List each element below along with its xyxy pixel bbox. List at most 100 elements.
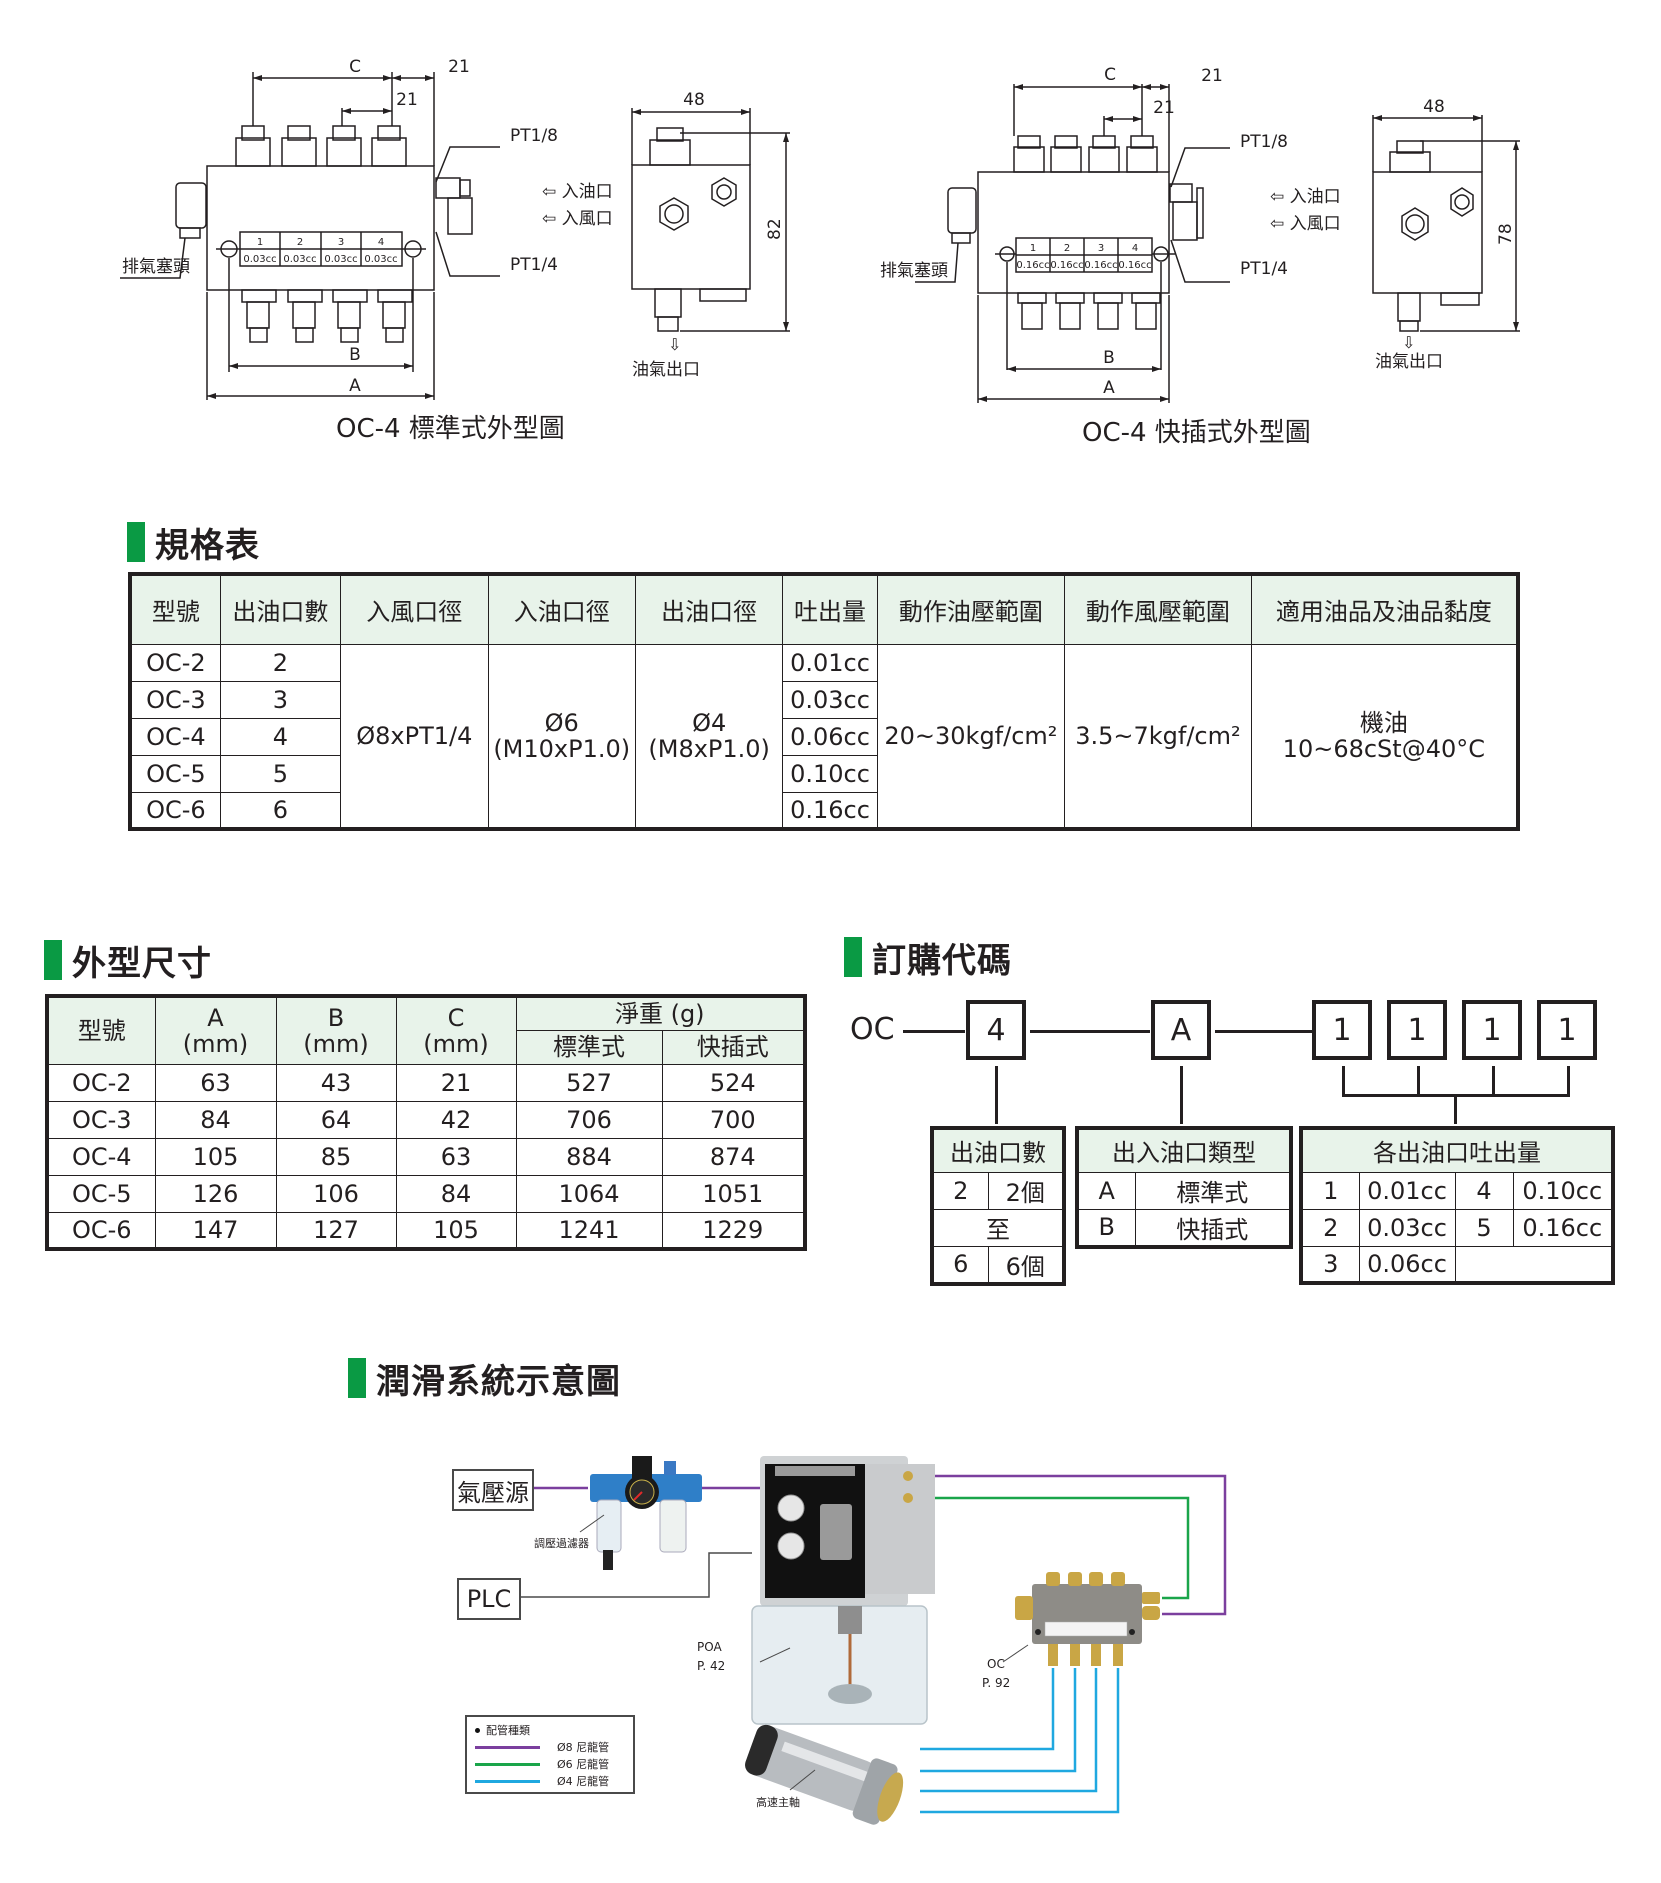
oil-inlet-label: ⇦ 入油口 — [1270, 187, 1341, 207]
air-pressure-cell: 3.5~7kgf/cm² — [1064, 643, 1252, 830]
pipe-air-to-oc — [910, 1474, 1227, 1616]
table-row: 3 0.06cc — [1300, 1245, 1614, 1284]
spindle-image — [745, 1724, 904, 1825]
legend-item: Ø8 尼龍管 — [475, 1739, 609, 1755]
dims-header-row: 型號 A(mm) B(mm) C(mm) 淨重 (g) — [46, 995, 806, 1065]
c-cell: 63 — [395, 1137, 517, 1176]
header-a: A(mm) — [154, 995, 277, 1065]
legend-swatch — [475, 1745, 540, 1749]
standard-drawing: C 21 21 B A 48 PT1/8 PT1/4 ⇦ 入油口 ⇦ 入風口 排… — [0, 0, 820, 450]
dims-heading-text: 外型尺寸 — [72, 943, 212, 984]
model-cell: OC-6 — [129, 791, 221, 830]
side-height: 78 — [1496, 223, 1516, 245]
code-cell: 2 — [931, 1171, 989, 1210]
value-cell: 標準式 — [1134, 1171, 1292, 1210]
dim-c-label: C — [349, 57, 361, 77]
outlet-volume: 0.03cc — [243, 254, 276, 265]
a-cell: 147 — [154, 1211, 277, 1250]
outlet-number: 1 — [257, 237, 263, 248]
code-cell: 6 — [931, 1245, 989, 1284]
header-output: 吐出量 — [782, 573, 878, 645]
poa-unit-image — [751, 1456, 935, 1725]
legend-label: Ø8 尼龍管 — [557, 1741, 610, 1754]
oil-outlet-line1: Ø4 — [692, 708, 727, 737]
connector-line — [1215, 1030, 1312, 1033]
outlet-number: 2 — [297, 237, 303, 248]
code-box-count: 4 — [966, 1000, 1026, 1060]
std-cell: 706 — [515, 1100, 663, 1139]
heading-bar — [348, 1358, 366, 1398]
b-cell: 106 — [275, 1174, 397, 1213]
dim-a-label: A — [1103, 378, 1115, 398]
a-cell: 84 — [154, 1100, 277, 1139]
a-cell: 126 — [154, 1174, 277, 1213]
header-a-label: A — [207, 1003, 224, 1032]
empty-cell — [1454, 1245, 1614, 1284]
c-cell: 21 — [395, 1063, 517, 1102]
table-row: OC-5 5 0.10cc — [129, 754, 1518, 793]
connector-line — [1180, 1066, 1183, 1124]
code-cell: 3 — [1300, 1245, 1360, 1284]
quick-drawing-svg: C 21 21 B A 48 PT1/8 PT1/4 ⇦ 入油口 ⇦ 入風口 排… — [880, 65, 1520, 403]
connector-line — [1567, 1066, 1570, 1096]
value-cell: 0.16cc — [1512, 1208, 1614, 1247]
pt14-label: PT1/4 — [510, 255, 558, 275]
dims-heading: 外型尺寸 — [44, 940, 212, 984]
pt18-label: PT1/8 — [510, 126, 558, 146]
outlet-number: 1 — [1030, 243, 1036, 254]
header-oil-type: 適用油品及油品黏度 — [1250, 573, 1519, 645]
oc-label: OC — [987, 1657, 1005, 1671]
legend-item: Ø4 尼龍管 — [475, 1773, 609, 1789]
a-cell: 105 — [154, 1137, 277, 1176]
connector-line — [1417, 1066, 1420, 1096]
outlet-volume: 0.16cc — [1118, 260, 1151, 271]
header-unit: (mm) — [182, 1029, 249, 1058]
outlets-cell: 3 — [219, 680, 342, 719]
side-height: 82 — [765, 218, 785, 240]
a-cell: 63 — [154, 1063, 277, 1102]
model-cell: OC-2 — [129, 643, 221, 682]
header-standard: 標準式 — [515, 1029, 663, 1065]
oil-air-outlet-label: 油氣出口 — [632, 360, 700, 380]
outlet-volume-table: 各出油口吐出量 1 0.01cc 4 0.10cc 2 0.03cc 5 0.1… — [1299, 1126, 1615, 1285]
model-cell: OC-3 — [129, 680, 221, 719]
header-weight: 淨重 (g) — [515, 995, 806, 1031]
code-cell: A — [1076, 1171, 1136, 1210]
standard-drawing-svg: C 21 21 B A 48 PT1/8 PT1/4 ⇦ 入油口 ⇦ 入風口 排… — [120, 57, 790, 400]
legend-title: 配管種類 — [486, 1724, 530, 1737]
quick-cell: 1229 — [661, 1211, 806, 1250]
standard-drawing-caption: OC-4 標準式外型圖 — [336, 414, 565, 444]
header-oil-inlet: 入油口徑 — [487, 573, 636, 645]
oil-type-line1: 機油 — [1359, 708, 1408, 737]
b-cell: 64 — [275, 1100, 397, 1139]
header-c-label: C — [447, 1003, 465, 1032]
header-unit: (mm) — [303, 1029, 369, 1058]
pt18-label: PT1/8 — [1240, 132, 1288, 152]
range-cell: 至 — [931, 1208, 1065, 1247]
spec-header-row: 型號 出油口數 入風口徑 入油口徑 出油口徑 吐出量 動作油壓範圍 動作風壓範圍… — [129, 573, 1519, 645]
table-row: OC-6 6 0.16cc — [129, 791, 1518, 830]
header-air-inlet: 入風口徑 — [340, 573, 489, 645]
code-cell: B — [1076, 1208, 1136, 1247]
oc-distributor-image — [1015, 1572, 1160, 1666]
frl-label: 調壓過濾器 — [534, 1537, 589, 1550]
oil-pressure-cell: 20~30kgf/cm² — [876, 643, 1066, 830]
oil-outlet-cell: Ø4(M8xP1.0) — [634, 643, 784, 830]
legend-swatch — [475, 1779, 540, 1783]
outlet-volume: 0.03cc — [324, 254, 357, 265]
quick-drawing: C 21 21 B A 48 PT1/8 PT1/4 ⇦ 入油口 ⇦ 入風口 排… — [860, 0, 1660, 450]
poa-label: POA — [697, 1640, 722, 1654]
side-width: 48 — [683, 90, 705, 110]
legend-title-row: 配管種類 — [475, 1722, 530, 1738]
top-fittings — [235, 125, 407, 167]
outlet-volume: 0.03cc — [283, 254, 316, 265]
system-heading: 潤滑系統示意圖 — [348, 1358, 621, 1402]
system-heading-text: 潤滑系統示意圖 — [376, 1361, 621, 1402]
air-source-box: 氣壓源 — [452, 1469, 534, 1511]
